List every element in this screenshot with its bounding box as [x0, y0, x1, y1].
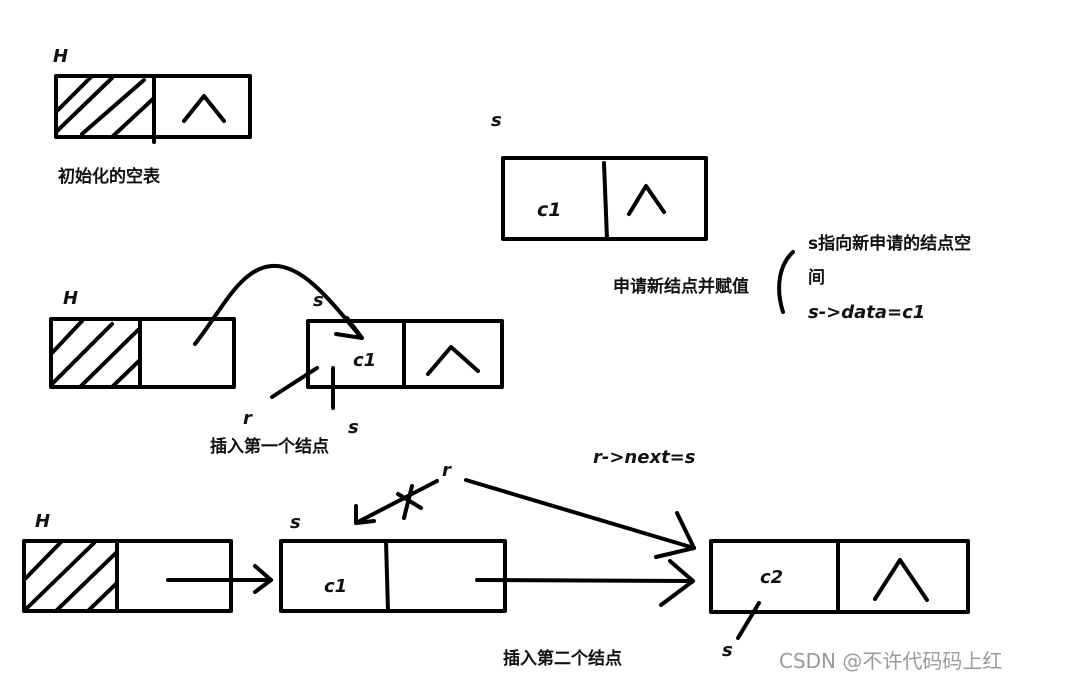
head-label: H	[63, 288, 78, 309]
brace-caption: 申请新结点并赋值	[613, 276, 749, 297]
new-node-box	[501, 156, 708, 241]
null-pointer-icon	[182, 94, 226, 123]
null-pointer-icon	[426, 345, 480, 376]
null-pointer-icon	[627, 184, 666, 216]
new-node-divider	[602, 161, 609, 241]
head-node-box	[22, 539, 233, 613]
r-label: r	[442, 460, 452, 481]
insert-second-caption: 插入第二个结点	[503, 648, 622, 669]
node1-divider	[384, 539, 390, 613]
arrow-head-icon	[354, 504, 376, 525]
head-label: H	[35, 511, 50, 532]
cross-mark-2	[402, 484, 414, 520]
empty-list-caption: 初始化的空表	[58, 166, 161, 187]
new-node-pointer-label: s	[491, 110, 502, 131]
node1-data: c1	[324, 576, 347, 597]
node2-data: c2	[760, 567, 783, 588]
r-to-c2-link	[464, 478, 696, 550]
head-node-hatching	[56, 76, 154, 137]
arrow-head-icon	[253, 564, 273, 594]
c1-to-c2-arrow	[475, 578, 695, 583]
note-line-1: s指向新申请的结点空	[808, 233, 971, 254]
insert-first-caption: 插入第一个结点	[210, 436, 329, 457]
arrow-head-icon	[659, 559, 695, 607]
note-line-3: s->data=c1	[808, 302, 925, 323]
brace-icon	[777, 250, 795, 314]
s-pointer-line	[736, 601, 761, 640]
assign-text: r->next=s	[593, 447, 696, 468]
head-node-hatching	[24, 541, 117, 611]
head-node-hatching	[51, 319, 140, 387]
r-label: r	[243, 408, 253, 429]
node2-pointer-label: s	[722, 640, 733, 661]
empty-list-head-node: H 初始化的空表	[53, 46, 252, 187]
watermark: CSDN @不许代码码上红	[779, 649, 1002, 673]
new-node-data: c1	[537, 199, 561, 221]
null-pointer-icon	[873, 558, 929, 602]
note-line-2: 间	[808, 267, 825, 288]
new-node-group: s c1 申请新结点并赋值 s指向新申请的结点空 间 s->data=c1	[491, 110, 971, 323]
r-pointer-line	[270, 366, 319, 399]
node-pointer-label: s	[313, 290, 324, 311]
insert-first-node-group: H s c1 r s 插入第一个结点	[49, 263, 504, 457]
arrow-head-icon	[334, 316, 364, 340]
node1-box	[279, 539, 507, 613]
head-label: H	[53, 46, 68, 67]
old-r-link	[354, 479, 439, 525]
insert-second-node-group: H s c1 r r->next=s c2 s 插入第二个结点	[22, 447, 970, 669]
link-arrow-curve	[193, 263, 362, 346]
arrow-head-icon	[654, 511, 696, 559]
s-label: s	[348, 417, 359, 438]
node1-pointer-label: s	[290, 512, 301, 533]
first-node-data: c1	[353, 350, 376, 371]
